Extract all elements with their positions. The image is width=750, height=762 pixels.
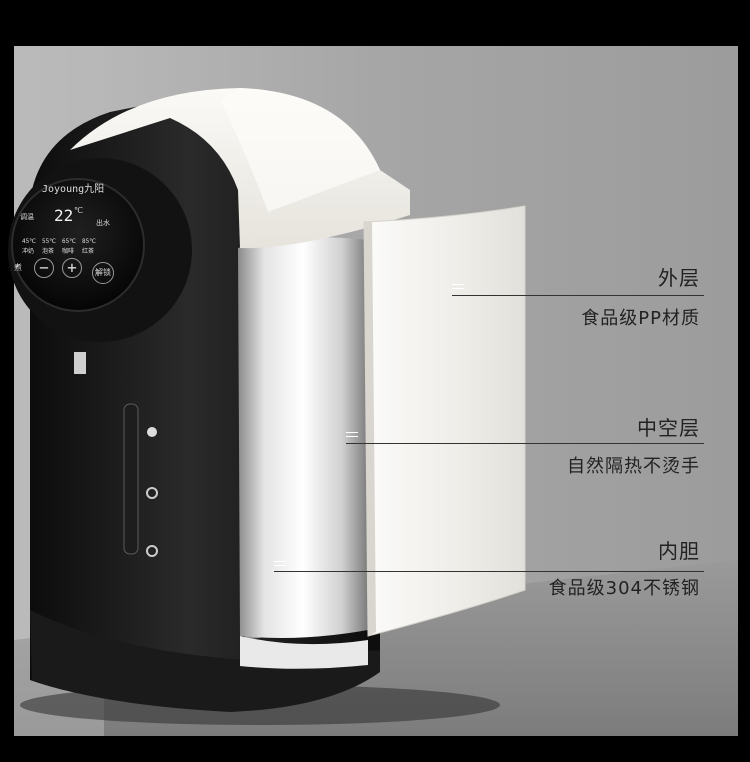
preset-label: 咖啡: [62, 248, 75, 255]
indicator-light: [146, 487, 158, 499]
preset-65[interactable]: 65℃: [62, 238, 76, 245]
outer-shell: [363, 205, 526, 637]
preset-label: 红茶: [82, 248, 95, 255]
callout-leader-line: [346, 443, 704, 444]
callout-title-inner: 内胆: [658, 539, 700, 563]
callout-subtitle-inner: 食品级304不锈钢: [548, 578, 700, 599]
plus-button[interactable]: +: [62, 258, 82, 278]
boil-button[interactable]: 煮: [14, 263, 22, 272]
brand-logo: Joyoung九阳: [42, 184, 105, 195]
preset-45[interactable]: 45℃: [22, 238, 36, 245]
preset-label: 冲奶: [22, 248, 35, 255]
callout-title-middle: 中空层: [637, 416, 700, 440]
callout-leader-line: [274, 571, 704, 572]
dispense-button[interactable]: 出水: [96, 219, 110, 227]
indicator-light: [146, 545, 158, 557]
callout-marker: [346, 432, 358, 437]
adjust-temp-button[interactable]: 调温: [20, 213, 34, 221]
unlock-button[interactable]: 解锁: [92, 262, 114, 284]
preset-label: 泡茶: [42, 248, 55, 255]
minus-button[interactable]: −: [34, 258, 54, 278]
callout-marker: [452, 284, 464, 289]
spout: [74, 352, 86, 374]
temperature-display: 22: [54, 206, 74, 225]
callout-leader-line: [452, 295, 704, 296]
callout-subtitle-middle: 自然隔热不烫手: [567, 456, 700, 477]
callout-title-outer: 外层: [658, 266, 700, 290]
preset-55[interactable]: 55℃: [42, 238, 56, 245]
water-level-window: [123, 403, 139, 555]
callout-marker: [274, 561, 286, 566]
callout-subtitle-outer: 食品级PP材质: [581, 308, 700, 329]
preset-85[interactable]: 85℃: [82, 238, 96, 245]
indicator-light: [147, 427, 157, 437]
temperature-unit: ℃: [74, 206, 83, 215]
inner-steel-tank: [238, 237, 368, 639]
